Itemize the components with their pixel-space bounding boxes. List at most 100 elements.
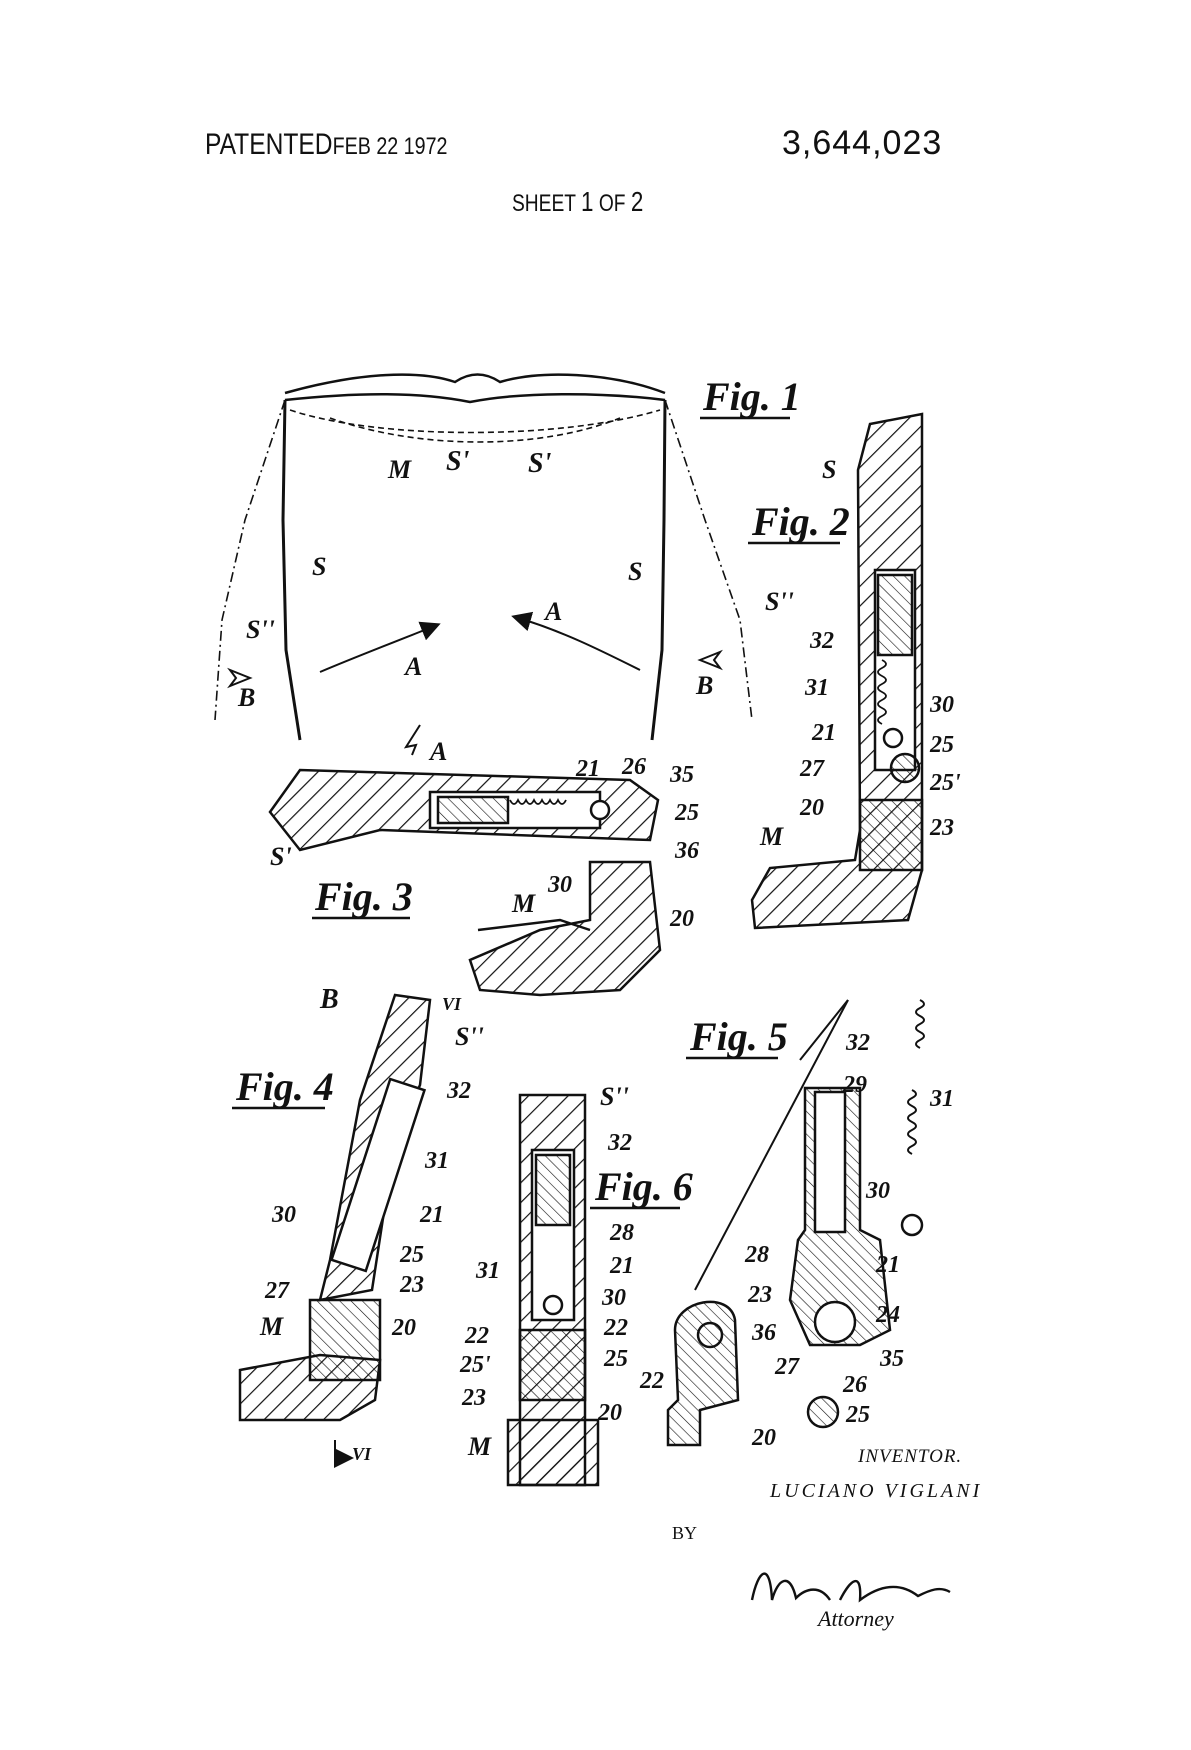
- fig4-hinge-section: [238, 993, 432, 1422]
- label-31: 31: [929, 1086, 954, 1112]
- sheet-word: SHEET: [512, 190, 576, 217]
- label-20: 20: [669, 906, 694, 932]
- sheet-num: 1: [581, 186, 594, 217]
- label-25: 25: [845, 1402, 870, 1428]
- label-M: M: [467, 1432, 492, 1461]
- patented-stamp: PATENTEDFEB 22 1972: [205, 128, 447, 162]
- label-S: S: [312, 552, 326, 581]
- label-24: 24: [875, 1302, 900, 1328]
- label-26: 26: [842, 1372, 867, 1398]
- fig2-hinge-section: [750, 412, 924, 930]
- label-26: 26: [621, 754, 646, 780]
- label-21: 21: [575, 756, 600, 782]
- label-21: 21: [811, 720, 836, 746]
- patent-number: 3,644,023: [782, 124, 943, 162]
- label-A: A: [403, 652, 422, 681]
- label-21: 21: [419, 1202, 444, 1228]
- label-28: 28: [609, 1220, 634, 1246]
- label-S2: S'': [246, 615, 275, 644]
- fig6-caption: Fig. 6: [594, 1164, 693, 1209]
- label-21: 21: [875, 1252, 900, 1278]
- label-30: 30: [601, 1285, 626, 1311]
- sheet-indicator: SHEET 1 OF 2: [512, 186, 643, 218]
- label-20: 20: [391, 1315, 416, 1341]
- fig1-caption: Fig. 1: [702, 374, 801, 419]
- label-25: 25: [399, 1242, 424, 1268]
- label-S: S: [822, 455, 836, 484]
- label-23: 23: [399, 1272, 424, 1298]
- label-M: M: [259, 1312, 284, 1341]
- fig4-caption: Fig. 4: [235, 1064, 334, 1109]
- label-20: 20: [751, 1425, 776, 1451]
- sheet-of: OF: [598, 190, 626, 217]
- label-27: 27: [264, 1278, 290, 1304]
- patented-label: PATENTED: [205, 128, 333, 161]
- label-23: 23: [929, 815, 954, 841]
- label-A: A: [428, 737, 447, 766]
- label-35: 35: [669, 762, 694, 788]
- label-VI: VI: [442, 994, 462, 1014]
- label-30: 30: [865, 1178, 890, 1204]
- label-23: 23: [747, 1282, 772, 1308]
- label-31: 31: [475, 1258, 500, 1284]
- label-VI: VI: [352, 1444, 372, 1464]
- fig1-eyeglasses: [214, 373, 753, 756]
- label-32: 32: [809, 628, 834, 654]
- label-29: 29: [842, 1072, 867, 1098]
- label-S1: S': [446, 446, 470, 477]
- label-A: A: [543, 597, 562, 626]
- by-label: BY: [672, 1523, 698, 1543]
- label-M: M: [759, 822, 784, 851]
- label-S: S: [628, 557, 642, 586]
- label-36: 36: [674, 838, 699, 864]
- label-25: 25: [674, 800, 699, 826]
- fig3-caption: Fig. 3: [314, 874, 413, 919]
- label-32: 32: [845, 1030, 870, 1056]
- patented-date: FEB 22 1972: [332, 133, 448, 160]
- sheet-total: 2: [630, 186, 644, 217]
- label-27: 27: [774, 1354, 800, 1380]
- label-27: 27: [799, 756, 825, 782]
- label-25: 25: [929, 732, 954, 758]
- fig6-hinge-section: [506, 1093, 600, 1487]
- label-32: 32: [607, 1130, 632, 1156]
- label-B: B: [695, 671, 713, 700]
- label-20: 20: [597, 1400, 622, 1426]
- label-S2: S'': [765, 587, 794, 616]
- fig5-exploded-parts: [666, 999, 925, 1447]
- label-21: 21: [609, 1253, 634, 1279]
- label-22: 22: [464, 1323, 489, 1349]
- fig2-caption: Fig. 2: [751, 499, 850, 544]
- label-25p: 25': [459, 1352, 491, 1378]
- label-30: 30: [929, 692, 954, 718]
- fig3-hinge-section: [268, 768, 662, 997]
- label-B: B: [237, 683, 255, 712]
- label-32: 32: [446, 1078, 471, 1104]
- label-B: B: [319, 984, 339, 1015]
- label-31: 31: [804, 675, 829, 701]
- label-S1: S': [528, 448, 552, 479]
- label-25: 25: [603, 1346, 628, 1372]
- label-23: 23: [461, 1385, 486, 1411]
- label-35: 35: [879, 1346, 904, 1372]
- fig5-caption: Fig. 5: [689, 1014, 788, 1059]
- label-22: 22: [639, 1368, 664, 1394]
- signature-stroke: [750, 1572, 951, 1603]
- label-31: 31: [424, 1148, 449, 1174]
- label-S1: S': [270, 842, 292, 871]
- label-S2: S'': [600, 1082, 629, 1111]
- attorney-label: Attorney: [818, 1606, 894, 1631]
- label-M: M: [387, 455, 412, 484]
- label-36: 36: [751, 1320, 776, 1346]
- label-M: M: [511, 889, 536, 918]
- label-30: 30: [547, 872, 572, 898]
- label-S2: S'': [455, 1022, 484, 1051]
- label-30: 30: [271, 1202, 296, 1228]
- inventor-heading: INVENTOR.: [858, 1446, 963, 1467]
- label-28: 28: [744, 1242, 769, 1268]
- label-20: 20: [799, 795, 824, 821]
- inventor-name: LUCIANO VIGLANI: [770, 1480, 983, 1502]
- label-25p: 25': [929, 770, 961, 796]
- label-22: 22: [603, 1315, 628, 1341]
